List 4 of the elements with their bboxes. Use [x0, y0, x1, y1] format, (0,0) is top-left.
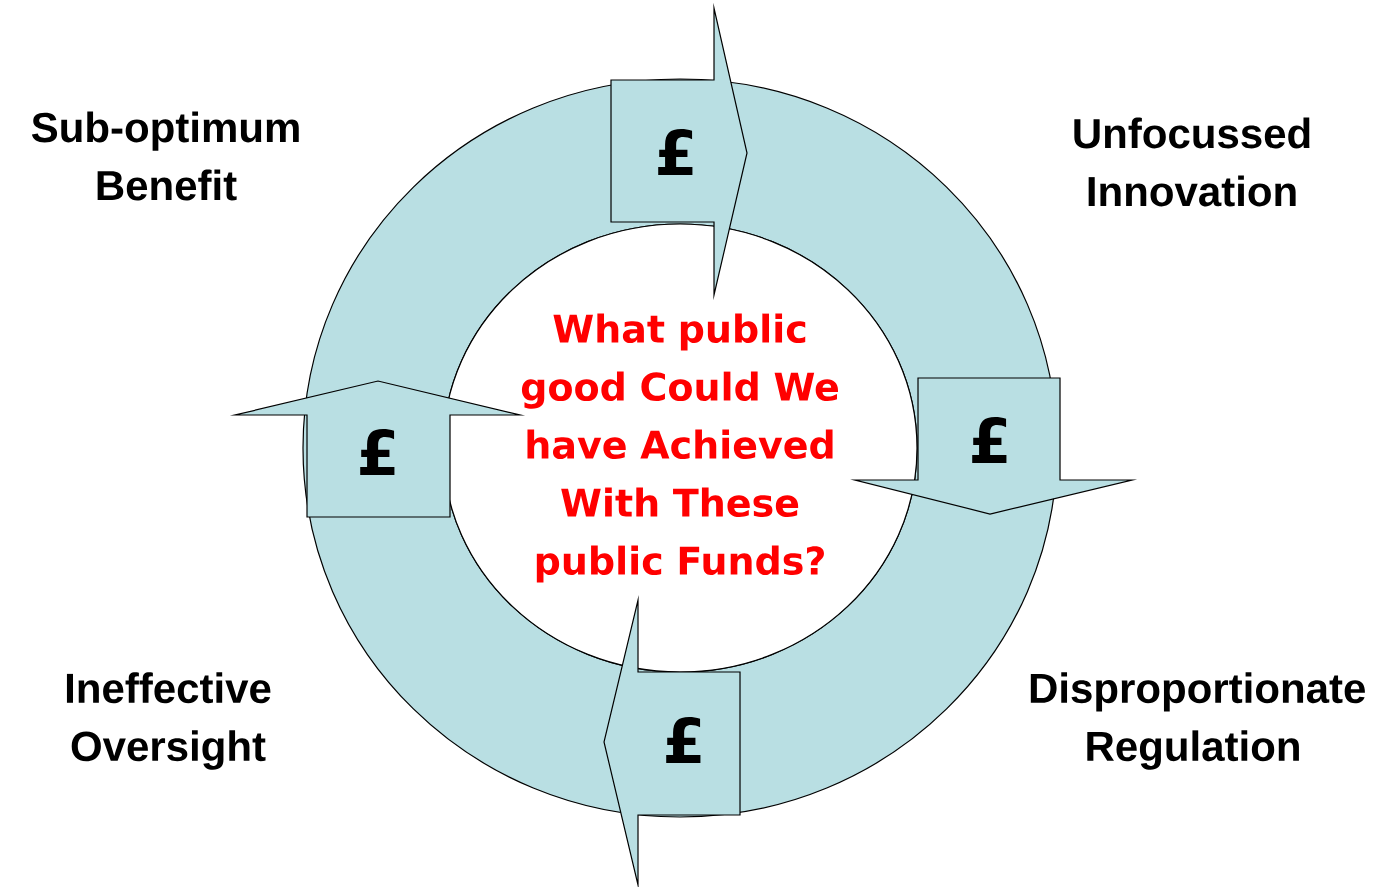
corner-label: Unfocussed Innovation [1074, 117, 1310, 207]
corner-label: Sub-optimum Benefit [31, 111, 299, 201]
corner-label: Ineffective Oversight [66, 672, 271, 770]
corner-label: Disproportionate Regulation [1030, 672, 1365, 770]
